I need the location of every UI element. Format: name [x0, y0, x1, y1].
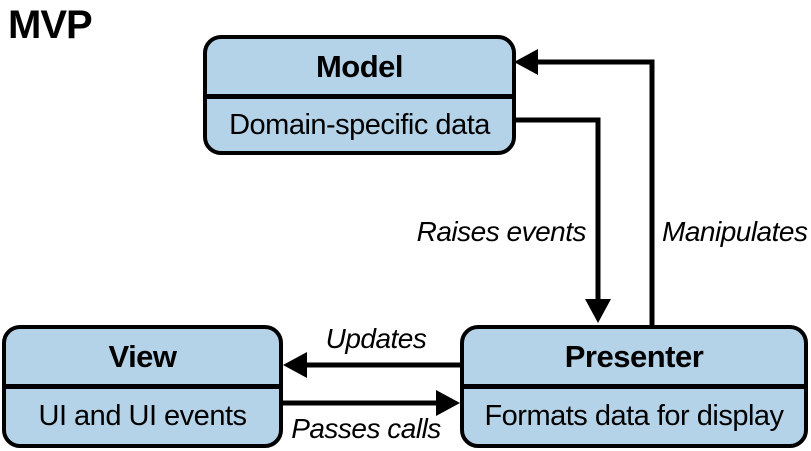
view-node: View UI and UI events: [2, 325, 283, 448]
raises-events-arrowhead: [585, 299, 611, 323]
model-node-body: Domain-specific data: [229, 108, 490, 141]
raises-events-label: Raises events: [416, 216, 587, 247]
manipulates-arrowhead: [514, 49, 538, 75]
manipulates-arrow-line: [534, 59, 655, 325]
diagram-title: MVP: [8, 3, 93, 47]
view-node-body: UI and UI events: [38, 400, 248, 432]
presenter-node-title: Presenter: [464, 329, 804, 389]
passes-calls-label: Passes calls: [291, 413, 441, 444]
manipulates-label: Manipulates: [662, 216, 808, 247]
presenter-node: Presenter Formats data for display: [460, 325, 808, 448]
updates-label: Updates: [325, 323, 427, 354]
model-node: Model Domain-specific data: [203, 35, 516, 155]
view-node-title: View: [6, 329, 279, 389]
model-node-title: Model: [207, 39, 512, 99]
presenter-node-body: Formats data for display: [484, 400, 784, 432]
raises-events-arrow-line: [512, 117, 601, 303]
